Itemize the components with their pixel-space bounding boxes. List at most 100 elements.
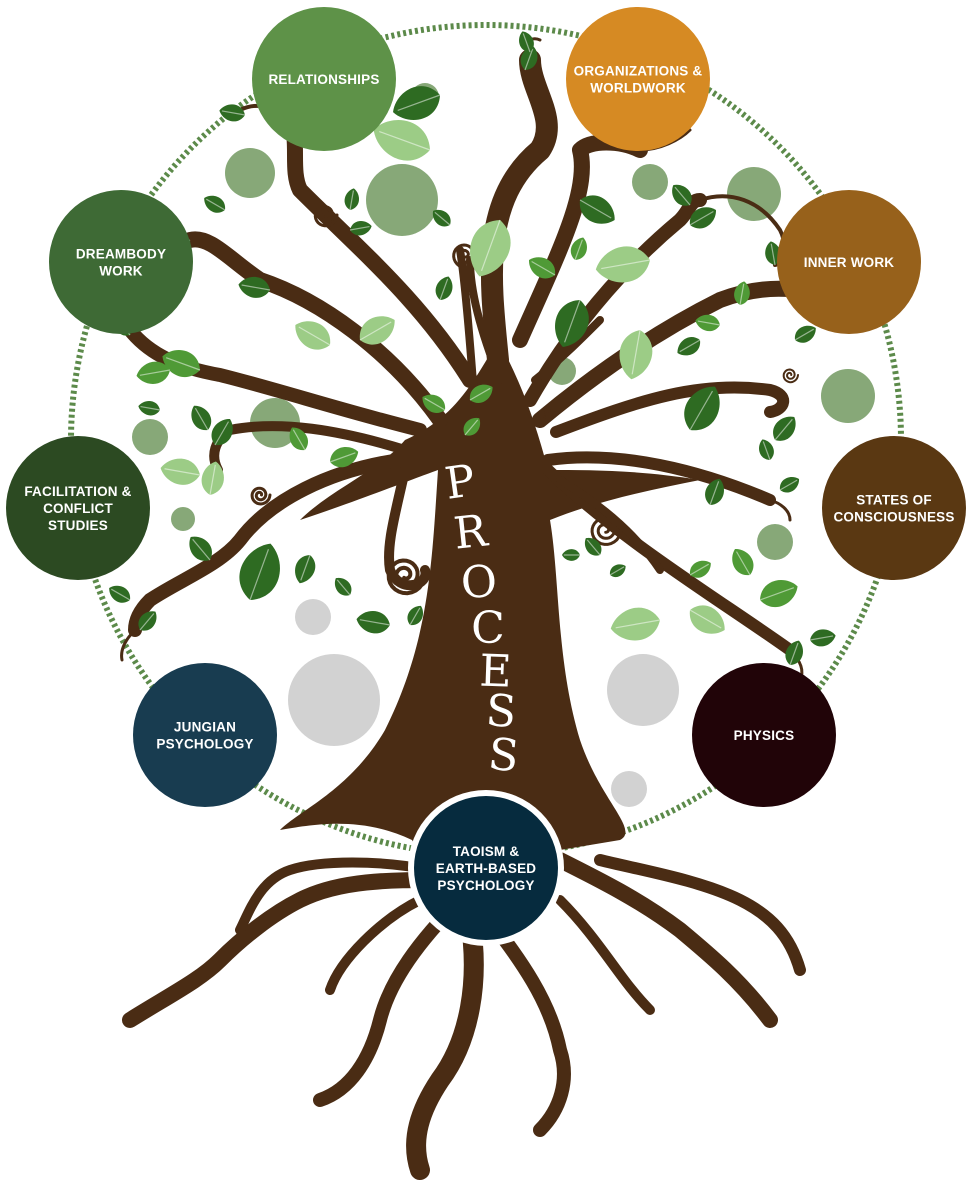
leaf <box>189 536 212 561</box>
node-circle <box>692 663 836 807</box>
topic-node-jungian: JUNGIAN PSYCHOLOGY <box>133 663 277 807</box>
topic-node-states: STATES OF CONSCIOUSNESS <box>822 436 966 580</box>
branch <box>282 112 478 388</box>
leaf <box>349 221 372 236</box>
node-label: CONSCIOUSNESS <box>833 510 954 525</box>
decorative-bubble <box>607 654 679 726</box>
twig <box>120 628 137 662</box>
leaf <box>373 120 431 161</box>
leaf <box>619 329 653 380</box>
branch <box>123 323 427 437</box>
leaf <box>809 629 836 647</box>
leaf <box>759 439 774 461</box>
leaf <box>785 640 803 666</box>
leaf <box>689 207 716 229</box>
decorative-bubble <box>132 419 168 455</box>
branch <box>209 421 410 475</box>
branch <box>555 895 655 1015</box>
node-circle <box>6 436 150 580</box>
branch-spiral <box>313 204 339 228</box>
node-label: WORLDWORK <box>590 81 686 96</box>
branch <box>325 895 425 995</box>
topic-node-organizations: ORGANIZATIONS & WORLDWORK <box>566 7 710 151</box>
leaf <box>289 427 309 451</box>
node-label: JUNGIAN <box>174 720 236 735</box>
leaf <box>329 447 359 468</box>
leaf <box>677 336 701 356</box>
decorative-bubble <box>727 167 781 221</box>
node-circle <box>49 190 193 334</box>
leaf <box>779 476 800 493</box>
leaf <box>109 585 131 603</box>
branch <box>406 910 484 1180</box>
trunk-letter: O <box>459 556 499 609</box>
decorative-bubble <box>757 524 793 560</box>
branch-spiral <box>541 406 556 420</box>
branch <box>542 451 776 506</box>
leaf <box>609 564 626 578</box>
node-label: DREAMBODY <box>76 247 166 262</box>
decorative-bubble <box>225 148 275 198</box>
topic-node-physics: PHYSICS <box>692 663 836 807</box>
leaf <box>765 241 781 266</box>
node-circle <box>252 7 396 151</box>
leaf <box>562 549 580 561</box>
decorative-bubble <box>295 599 331 635</box>
leaf <box>469 384 493 404</box>
branch <box>552 852 778 1028</box>
trunk <box>280 340 700 940</box>
leaf <box>407 605 424 626</box>
branch-spiral <box>782 368 799 384</box>
topic-node-inner-work: INNER WORK <box>777 190 921 334</box>
node-circle <box>822 436 966 580</box>
node-label: STATES OF <box>856 493 932 508</box>
leaf <box>695 314 721 332</box>
leaf <box>356 611 391 634</box>
leaf <box>610 607 661 641</box>
leaf <box>393 86 441 120</box>
decorative-bubble <box>171 507 195 531</box>
leaf <box>344 188 359 211</box>
leaf <box>211 419 233 446</box>
leaf <box>204 195 226 213</box>
leaf <box>689 605 725 634</box>
leaf <box>463 417 481 436</box>
branch <box>550 381 790 438</box>
leaf <box>519 31 534 53</box>
branch-spiral <box>250 486 272 506</box>
branch <box>594 854 806 976</box>
trunk-letter: C <box>471 603 505 654</box>
leaf <box>759 580 798 607</box>
node-label: EARTH-BASED <box>436 861 537 876</box>
leaf <box>684 386 720 431</box>
node-label: PSYCHOLOGY <box>156 737 253 752</box>
branch <box>235 857 435 935</box>
node-label: CONFLICT <box>43 501 113 516</box>
branch <box>182 231 448 428</box>
leaf <box>295 321 331 350</box>
leaf <box>201 461 224 496</box>
node-label: PHYSICS <box>734 728 795 743</box>
branch <box>542 464 796 656</box>
branch <box>483 913 571 1137</box>
topic-node-relationships: RELATIONSHIPS <box>252 7 396 151</box>
branch <box>531 316 604 384</box>
leaf <box>555 299 589 347</box>
node-circle <box>777 190 921 334</box>
leaf <box>732 549 754 576</box>
node-label: ORGANIZATIONS & <box>574 64 703 79</box>
node-label: WORK <box>99 264 143 279</box>
leaf <box>238 276 271 298</box>
leaf <box>529 257 556 279</box>
node-label: INNER WORK <box>804 255 895 270</box>
leaf <box>162 350 201 377</box>
branch-spiral <box>386 558 427 596</box>
branch <box>122 872 448 1028</box>
leaf <box>570 237 587 261</box>
tree <box>116 37 907 1180</box>
leaf <box>422 394 446 414</box>
